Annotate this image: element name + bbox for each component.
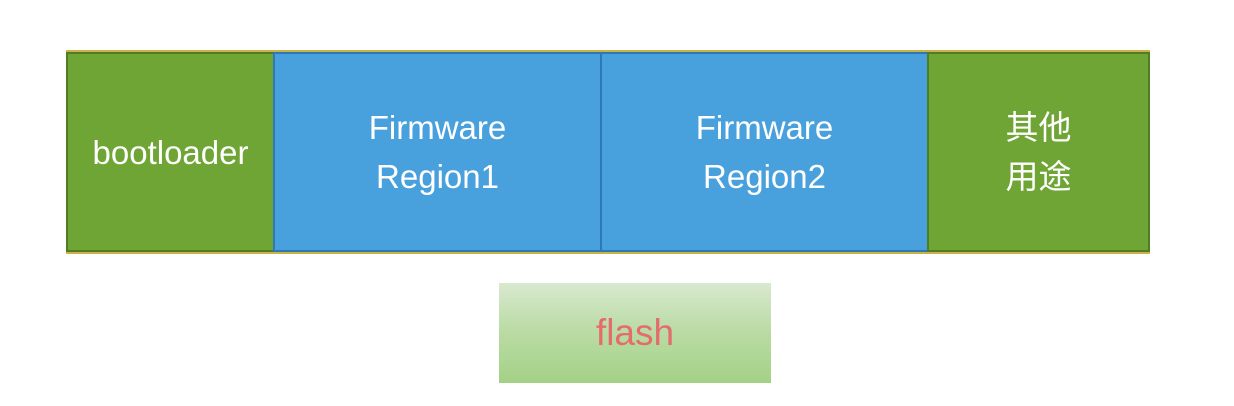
firmware-region1-label: Firmware Region1 — [368, 109, 507, 195]
bootloader-label: bootloader — [92, 133, 249, 171]
firmware-region2-label: Firmware Region2 — [695, 109, 834, 195]
flash-memory-bar — [66, 50, 1150, 254]
bootloader-block: bootloader — [66, 52, 275, 252]
flash-caption-box: flash — [499, 283, 771, 383]
flash-caption-text: flash — [595, 312, 675, 353]
firmware-region2-block: Firmware Region2 — [600, 52, 929, 252]
other-use-block: 其他 用途 — [927, 52, 1150, 252]
firmware-region1-block: Firmware Region1 — [273, 52, 602, 252]
other-use-label: 其他 用途 — [1005, 109, 1072, 195]
